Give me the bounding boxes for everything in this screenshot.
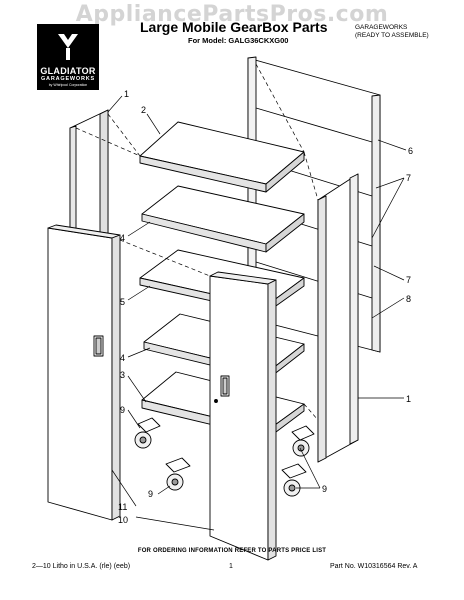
litho-note: 2—10 Litho in U.S.A. (rle) (eeb) [32, 563, 131, 570]
caster-left-rear [134, 417, 161, 449]
callout-4-lower: 4 [120, 353, 125, 363]
gladiator-logo: GLADIATOR GARAGEWORKS by Whirlpool Corpo… [37, 24, 99, 90]
callout-1-left-side: 1 [124, 89, 129, 99]
watermark: AppliancePartsPros.com [75, 2, 389, 27]
callout-1-right-side: 1 [406, 394, 411, 404]
caster-right-front [281, 463, 307, 497]
part-number: Part No. W10316564 Rev. A [330, 563, 418, 570]
callout-2: 2 [141, 105, 146, 115]
right-door [209, 271, 277, 561]
callout-9-right: 9 [322, 484, 327, 494]
callout-9-left-rear: 9 [120, 405, 125, 415]
page-number: 1 [229, 563, 233, 570]
page-title: Large Mobile GearBox Parts [140, 19, 328, 35]
callout-7-lower: 7 [406, 275, 411, 285]
brand-line-1: GARAGEWORKS [355, 24, 408, 31]
callout-8: 8 [406, 294, 411, 304]
callout-5: 5 [120, 297, 125, 307]
brand-note: GARAGEWORKS (READY TO ASSEMBLE) [355, 24, 429, 40]
left-side-panel [69, 109, 109, 253]
callout-3: 3 [120, 370, 125, 380]
brand-line-2: (READY TO ASSEMBLE) [355, 32, 429, 39]
callout-11: 11 [118, 502, 127, 512]
callout-9-left-front: 9 [148, 489, 153, 499]
logo-fine-text: by Whirlpool Corporation [48, 83, 88, 87]
model-subtitle: For Model: GALG36CKXG00 [188, 36, 289, 45]
logo-sub-text: GARAGEWORKS [40, 76, 96, 82]
right-side-panel [317, 173, 359, 463]
callout-10: 10 [118, 515, 128, 525]
callout-labels: 1 2 6 7 4 5 7 8 4 3 1 9 9 9 11 10 [118, 89, 413, 525]
ordering-note: FOR ORDERING INFORMATION REFER TO PARTS … [137, 548, 327, 554]
caster-right-rear [291, 425, 315, 457]
callout-leaders [107, 95, 407, 531]
assembly-guide-lines [75, 63, 319, 421]
callout-4-upper: 4 [120, 233, 125, 243]
caster-left-front [165, 457, 191, 491]
callout-6: 6 [408, 146, 413, 156]
logo-emblem-icon [58, 34, 78, 60]
left-door [47, 224, 121, 521]
logo-brand-text: GLADIATOR [40, 66, 96, 76]
top-shelf [139, 121, 305, 193]
upper-shelf [141, 185, 305, 253]
callout-7-upper: 7 [406, 173, 411, 183]
